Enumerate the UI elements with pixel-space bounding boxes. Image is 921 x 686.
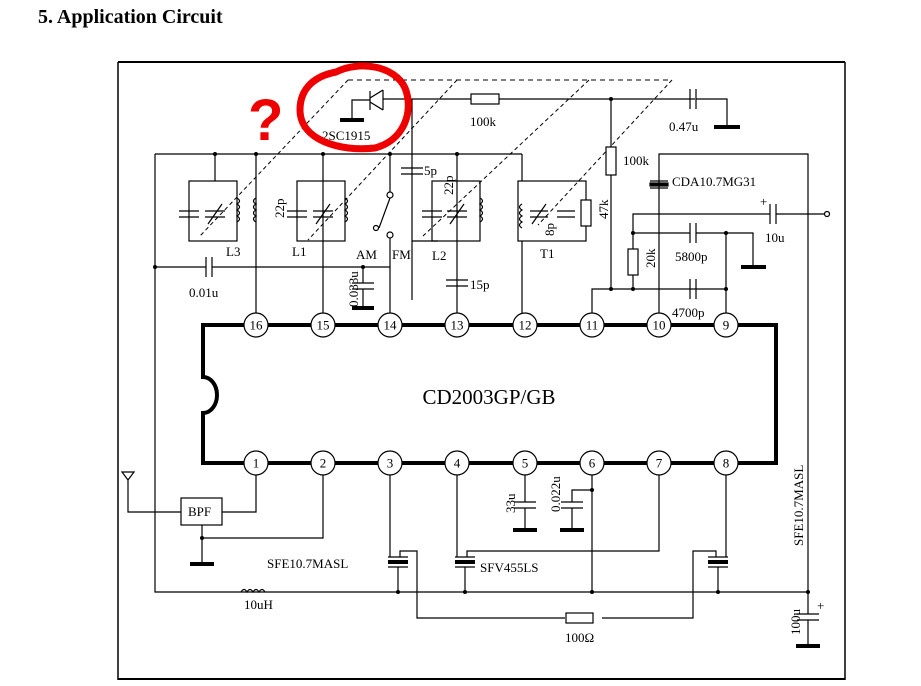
section-title: 5. Application Circuit xyxy=(38,6,223,28)
c-22p-b-label: 22p xyxy=(441,176,456,196)
ic-pin-13 xyxy=(444,312,470,338)
ic-pin-label-6: 6 xyxy=(589,456,596,471)
chip-name: CD2003GP/GB xyxy=(422,385,555,409)
r-20k-label: 20k xyxy=(643,248,658,268)
c-15p-label: 15p xyxy=(470,277,490,292)
l3-label: L3 xyxy=(226,244,240,259)
ic-pin-12 xyxy=(512,312,538,338)
ceramic-filters: SFV455LS 100Ω SFE10.7MASL xyxy=(388,465,806,645)
question-mark-annotation: ? xyxy=(248,88,283,153)
c-047u-label: 0.47u xyxy=(669,119,699,134)
ic-pin-label-12: 12 xyxy=(519,318,532,333)
c-22p-a-label: 22p xyxy=(272,199,287,219)
ic-pin-14 xyxy=(377,312,403,338)
c-0033u-label: 0.033u xyxy=(346,271,361,307)
ic-pin-16 xyxy=(243,312,269,338)
c-5p-label: 5p xyxy=(424,163,437,178)
c-8p-label: 8p xyxy=(542,223,557,236)
ic-top-pins: 16 15 14 13 12 11 10 9 xyxy=(243,312,739,338)
red-circle-annotation xyxy=(296,62,412,153)
ic-pin-label-9: 9 xyxy=(723,318,730,333)
c-10u-label: 10u xyxy=(765,230,785,245)
l3-tank: L3 22p xyxy=(179,154,287,325)
r-47k-label: 47k xyxy=(596,199,611,219)
c-100u-label: 100u xyxy=(788,609,803,636)
ic-pin-label-10: 10 xyxy=(653,318,666,333)
r-100k-vert-label: 100k xyxy=(623,153,650,168)
l2-tank: 22p L2 15p xyxy=(412,154,490,325)
ic-pin-15 xyxy=(310,312,336,338)
ic-pin-label-15: 15 xyxy=(317,318,330,333)
ic-pin-label-5: 5 xyxy=(522,456,529,471)
l1-tank: L1 xyxy=(287,154,349,325)
r-100ohm-label: 100Ω xyxy=(565,630,594,645)
r-100k-top-label: 100k xyxy=(470,114,497,129)
l1-label: L1 xyxy=(292,244,306,259)
sfv-label: SFV455LS xyxy=(480,560,539,575)
l-10uh-label: 10uH xyxy=(244,597,273,612)
c-5800p-label: 5800p xyxy=(675,249,708,264)
ground-rail: 10uH 0.022u 33u + 100u xyxy=(240,475,824,648)
top-bias-network: 100k 0.47u 100k 5p xyxy=(401,89,740,300)
switch-am-label: AM xyxy=(356,247,377,262)
c-0022u-label: 0.022u xyxy=(548,476,563,512)
ic-pin-9 xyxy=(713,312,739,338)
cda-label: CDA10.7MG31 xyxy=(672,174,756,189)
ic-pin-label-11: 11 xyxy=(586,318,599,333)
fm-detector-network: CDA10.7MG31 + 10u 5800p 20k 4700p xyxy=(591,153,831,592)
ic-pin-label-4: 4 xyxy=(454,456,461,471)
sfe-a-label: SFE10.7MASL xyxy=(267,556,348,571)
bpf-label: BPF xyxy=(188,504,211,519)
l2-label: L2 xyxy=(432,248,446,263)
t1-tank: 8p 47k T1 xyxy=(517,154,611,325)
ic-body: CD2003GP/GB xyxy=(201,323,778,465)
c-001u-label: 0.01u xyxy=(189,285,219,300)
sfe-b-label: SFE10.7MASL xyxy=(791,465,806,546)
ic-pin-label-1: 1 xyxy=(253,456,260,471)
ic-pin-label-13: 13 xyxy=(451,318,464,333)
antenna-bpf: BPF SFE10.7MASL xyxy=(120,471,348,571)
c-4700p-label: 4700p xyxy=(672,305,705,320)
ic-pin-10 xyxy=(646,312,672,338)
ic-pin-label-16: 16 xyxy=(250,318,264,333)
plus-label-10u: + xyxy=(760,194,767,209)
coupling-001u: 0.01u 0.033u xyxy=(153,257,390,310)
plus-label-100u: + xyxy=(817,598,824,613)
ic-pin-label-14: 14 xyxy=(384,318,398,333)
am-fm-switch[interactable]: AM FM xyxy=(356,154,411,325)
t1-label: T1 xyxy=(540,246,554,261)
c-33u-label: 33u xyxy=(503,493,518,513)
ic-pin-label-7: 7 xyxy=(656,456,663,471)
transistor-label: 2SC1915 xyxy=(322,128,370,143)
ic-pin-label-2: 2 xyxy=(320,456,327,471)
ic-pin-label-8: 8 xyxy=(723,456,730,471)
ic-pin-11 xyxy=(579,312,605,338)
supply-rail xyxy=(154,152,522,593)
ic-pin-label-3: 3 xyxy=(387,456,394,471)
diagram-frame xyxy=(117,61,846,680)
red-annotation: ? xyxy=(248,62,412,153)
transistor-2sc1915: 2SC1915 xyxy=(322,89,412,143)
switch-fm-label: FM xyxy=(392,247,411,262)
